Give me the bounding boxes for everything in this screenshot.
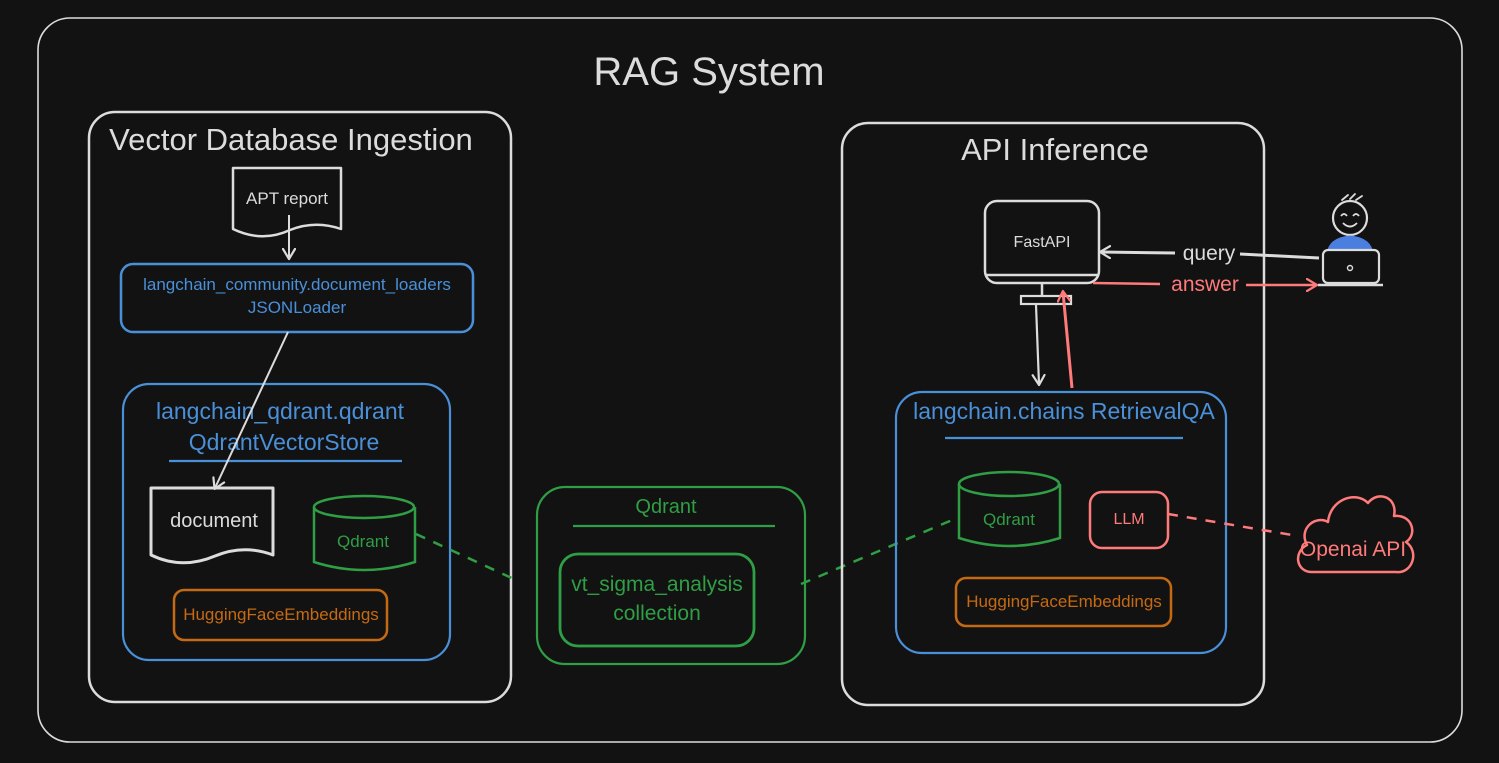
inference-embeddings-label: HuggingFaceEmbeddings [966,592,1162,611]
json-loader-node: langchain_community.document_loaders JSO… [119,262,475,334]
collection-box [558,552,756,648]
arrow-query-right [1239,252,1320,260]
connector-llm-to-openai [1167,512,1299,538]
laptop-logo [1346,264,1354,272]
user-laptop-icon [1318,193,1383,287]
vector-store-node: langchain_qdrant.qdrant QdrantVectorStor… [121,382,452,662]
llm-label: LLM [1113,511,1144,528]
ingestion-frame [87,110,513,704]
arrow-loader-to-document [215,331,289,488]
user-hair [1341,193,1363,201]
fastapi-label: FastAPI [1014,234,1071,251]
fastapi-node: FastAPI [983,199,1101,306]
inference-qdrant-top [957,470,1061,498]
arrow-retrieval-to-fastapi [1063,292,1074,389]
llm-node: LLM [1088,490,1170,550]
ingestion-qdrant-top [312,494,416,520]
apt-report-node: APT report [231,166,343,238]
connector-center-to-inference [800,516,958,586]
ingestion-qdrant-node: Qdrant [312,494,417,572]
arrow-query-left [1101,252,1176,253]
inference-embeddings-node: HuggingFaceEmbeddings [954,576,1173,628]
qdrant-center-panel: Qdrant vt_sigma_analysis collection [535,485,807,666]
json-loader-line2: JSONLoader [248,298,347,317]
system-frame [37,17,1463,743]
ingestion-panel: Vector Database Ingestion APT report lan… [87,110,513,704]
query-label: query [1183,242,1236,265]
ingestion-embeddings-label: HuggingFaceEmbeddings [183,605,379,624]
system-title: RAG System [593,50,824,94]
collection-line1: vt_sigma_analysis [571,573,743,596]
ingestion-embeddings-node: HuggingFaceEmbeddings [172,588,389,642]
apt-report-shape [231,166,343,238]
vector-store-box [121,382,452,662]
retrieval-qa-box [894,390,1228,655]
arrow-fastapi-to-retrieval [1036,304,1039,384]
document-node: document [149,486,275,565]
ingestion-qdrant-label: Qdrant [337,532,389,551]
arrow-answer-left [1092,281,1161,286]
apt-report-label: APT report [246,189,328,208]
vector-store-line2: QdrantVectorStore [189,429,380,455]
inference-frame [840,121,1266,707]
collection-line2: collection [613,602,701,625]
ingestion-title: Vector Database Ingestion [109,122,473,157]
connector-ingestion-to-center [415,532,517,582]
user-head [1331,199,1369,237]
inference-embeddings-box [954,576,1173,628]
openai-node: Openai API [1296,495,1415,574]
ingestion-qdrant-cylinder [312,507,417,572]
json-loader-box [119,262,475,334]
document-label: document [170,510,258,532]
answer-label: answer [1171,273,1239,296]
document-shape [149,486,275,565]
laptop-screen [1321,248,1381,285]
fastapi-base [1019,294,1073,306]
qdrant-center-frame [535,485,807,666]
ingestion-embeddings-box [172,588,389,642]
llm-box [1088,490,1170,550]
inference-title: API Inference [961,132,1149,167]
user-smile [1342,222,1358,228]
inference-qdrant-label: Qdrant [983,510,1035,529]
openai-label: Openai API [1300,538,1406,561]
retrieval-qa-node: langchain.chains RetrievalQA [894,390,1228,655]
json-loader-line1: langchain_community.document_loaders [143,275,451,294]
user-eyes [1340,213,1360,217]
inference-panel: API Inference FastAPI langchain.chains R… [840,121,1266,707]
qdrant-center-title: Qdrant [635,496,697,518]
vector-store-line1: langchain_qdrant.qdrant [156,398,405,424]
cloud-icon [1296,495,1415,574]
inference-qdrant-node: Qdrant [957,470,1062,548]
retrieval-qa-label: langchain.chains RetrievalQA [913,398,1215,424]
inference-qdrant-cylinder [957,484,1062,548]
